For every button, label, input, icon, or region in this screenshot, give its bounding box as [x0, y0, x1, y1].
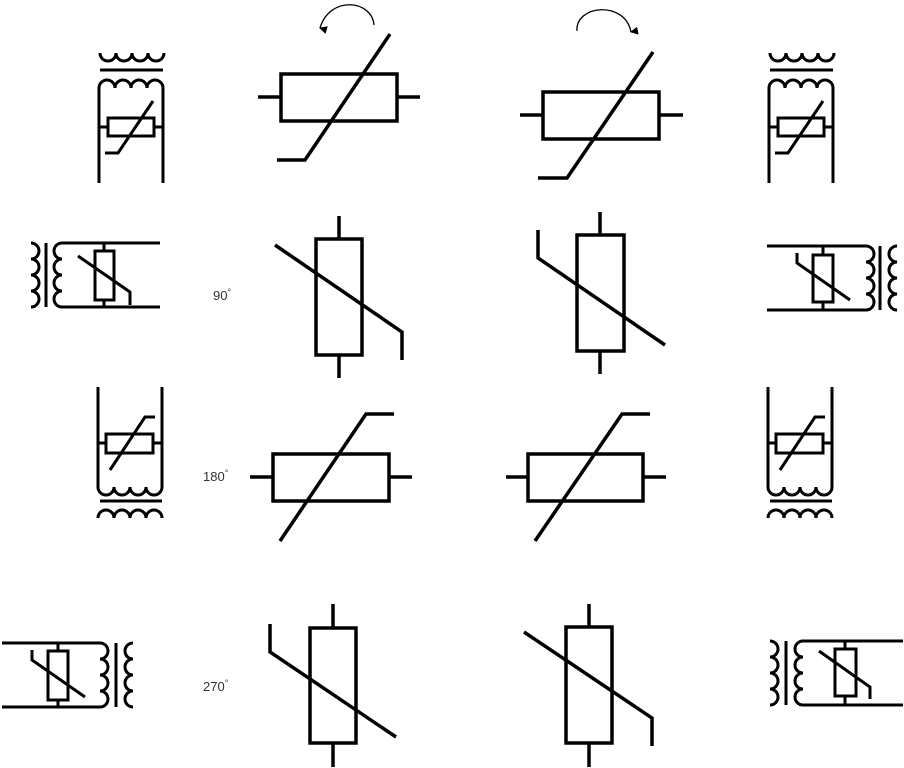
rotation-label-90: 90°	[213, 287, 231, 303]
transformer-thermistor-small-180deg-right	[766, 385, 834, 520]
transformer-thermistor-small-270deg-right	[769, 639, 903, 707]
rotation-value: 270	[203, 679, 225, 694]
transformer-thermistor-small-90deg-left	[30, 241, 160, 309]
thermistor-0deg-left	[258, 33, 420, 162]
transformer-thermistor-small-0deg-left	[97, 51, 166, 185]
rotation-value: 180	[203, 469, 225, 484]
thermistor-90deg-left	[274, 216, 404, 378]
degree-symbol: °	[224, 468, 229, 478]
transformer-thermistor-small-0deg-right	[767, 51, 836, 185]
transformer-thermistor-small-270deg-left	[2, 641, 134, 709]
degree-symbol: °	[224, 678, 229, 688]
thermistor-180deg-left	[250, 412, 412, 542]
transformer-thermistor-small-90deg-right	[767, 244, 898, 312]
thermistor-270deg-right	[523, 604, 654, 767]
rotation-value: 90	[213, 288, 228, 303]
thermistor-0deg-right	[520, 51, 683, 180]
rotate-ccw-arrow-icon	[319, 4, 375, 34]
thermistor-90deg-right	[536, 212, 666, 374]
degree-symbol: °	[227, 287, 232, 297]
rotation-label-270: 270°	[203, 678, 228, 694]
rotation-label-180: 180°	[203, 468, 228, 484]
rotate-cw-arrow-icon	[576, 9, 639, 35]
thermistor-270deg-left	[268, 604, 397, 767]
thermistor-180deg-right	[506, 412, 666, 542]
transformer-thermistor-small-180deg-left	[96, 385, 164, 520]
